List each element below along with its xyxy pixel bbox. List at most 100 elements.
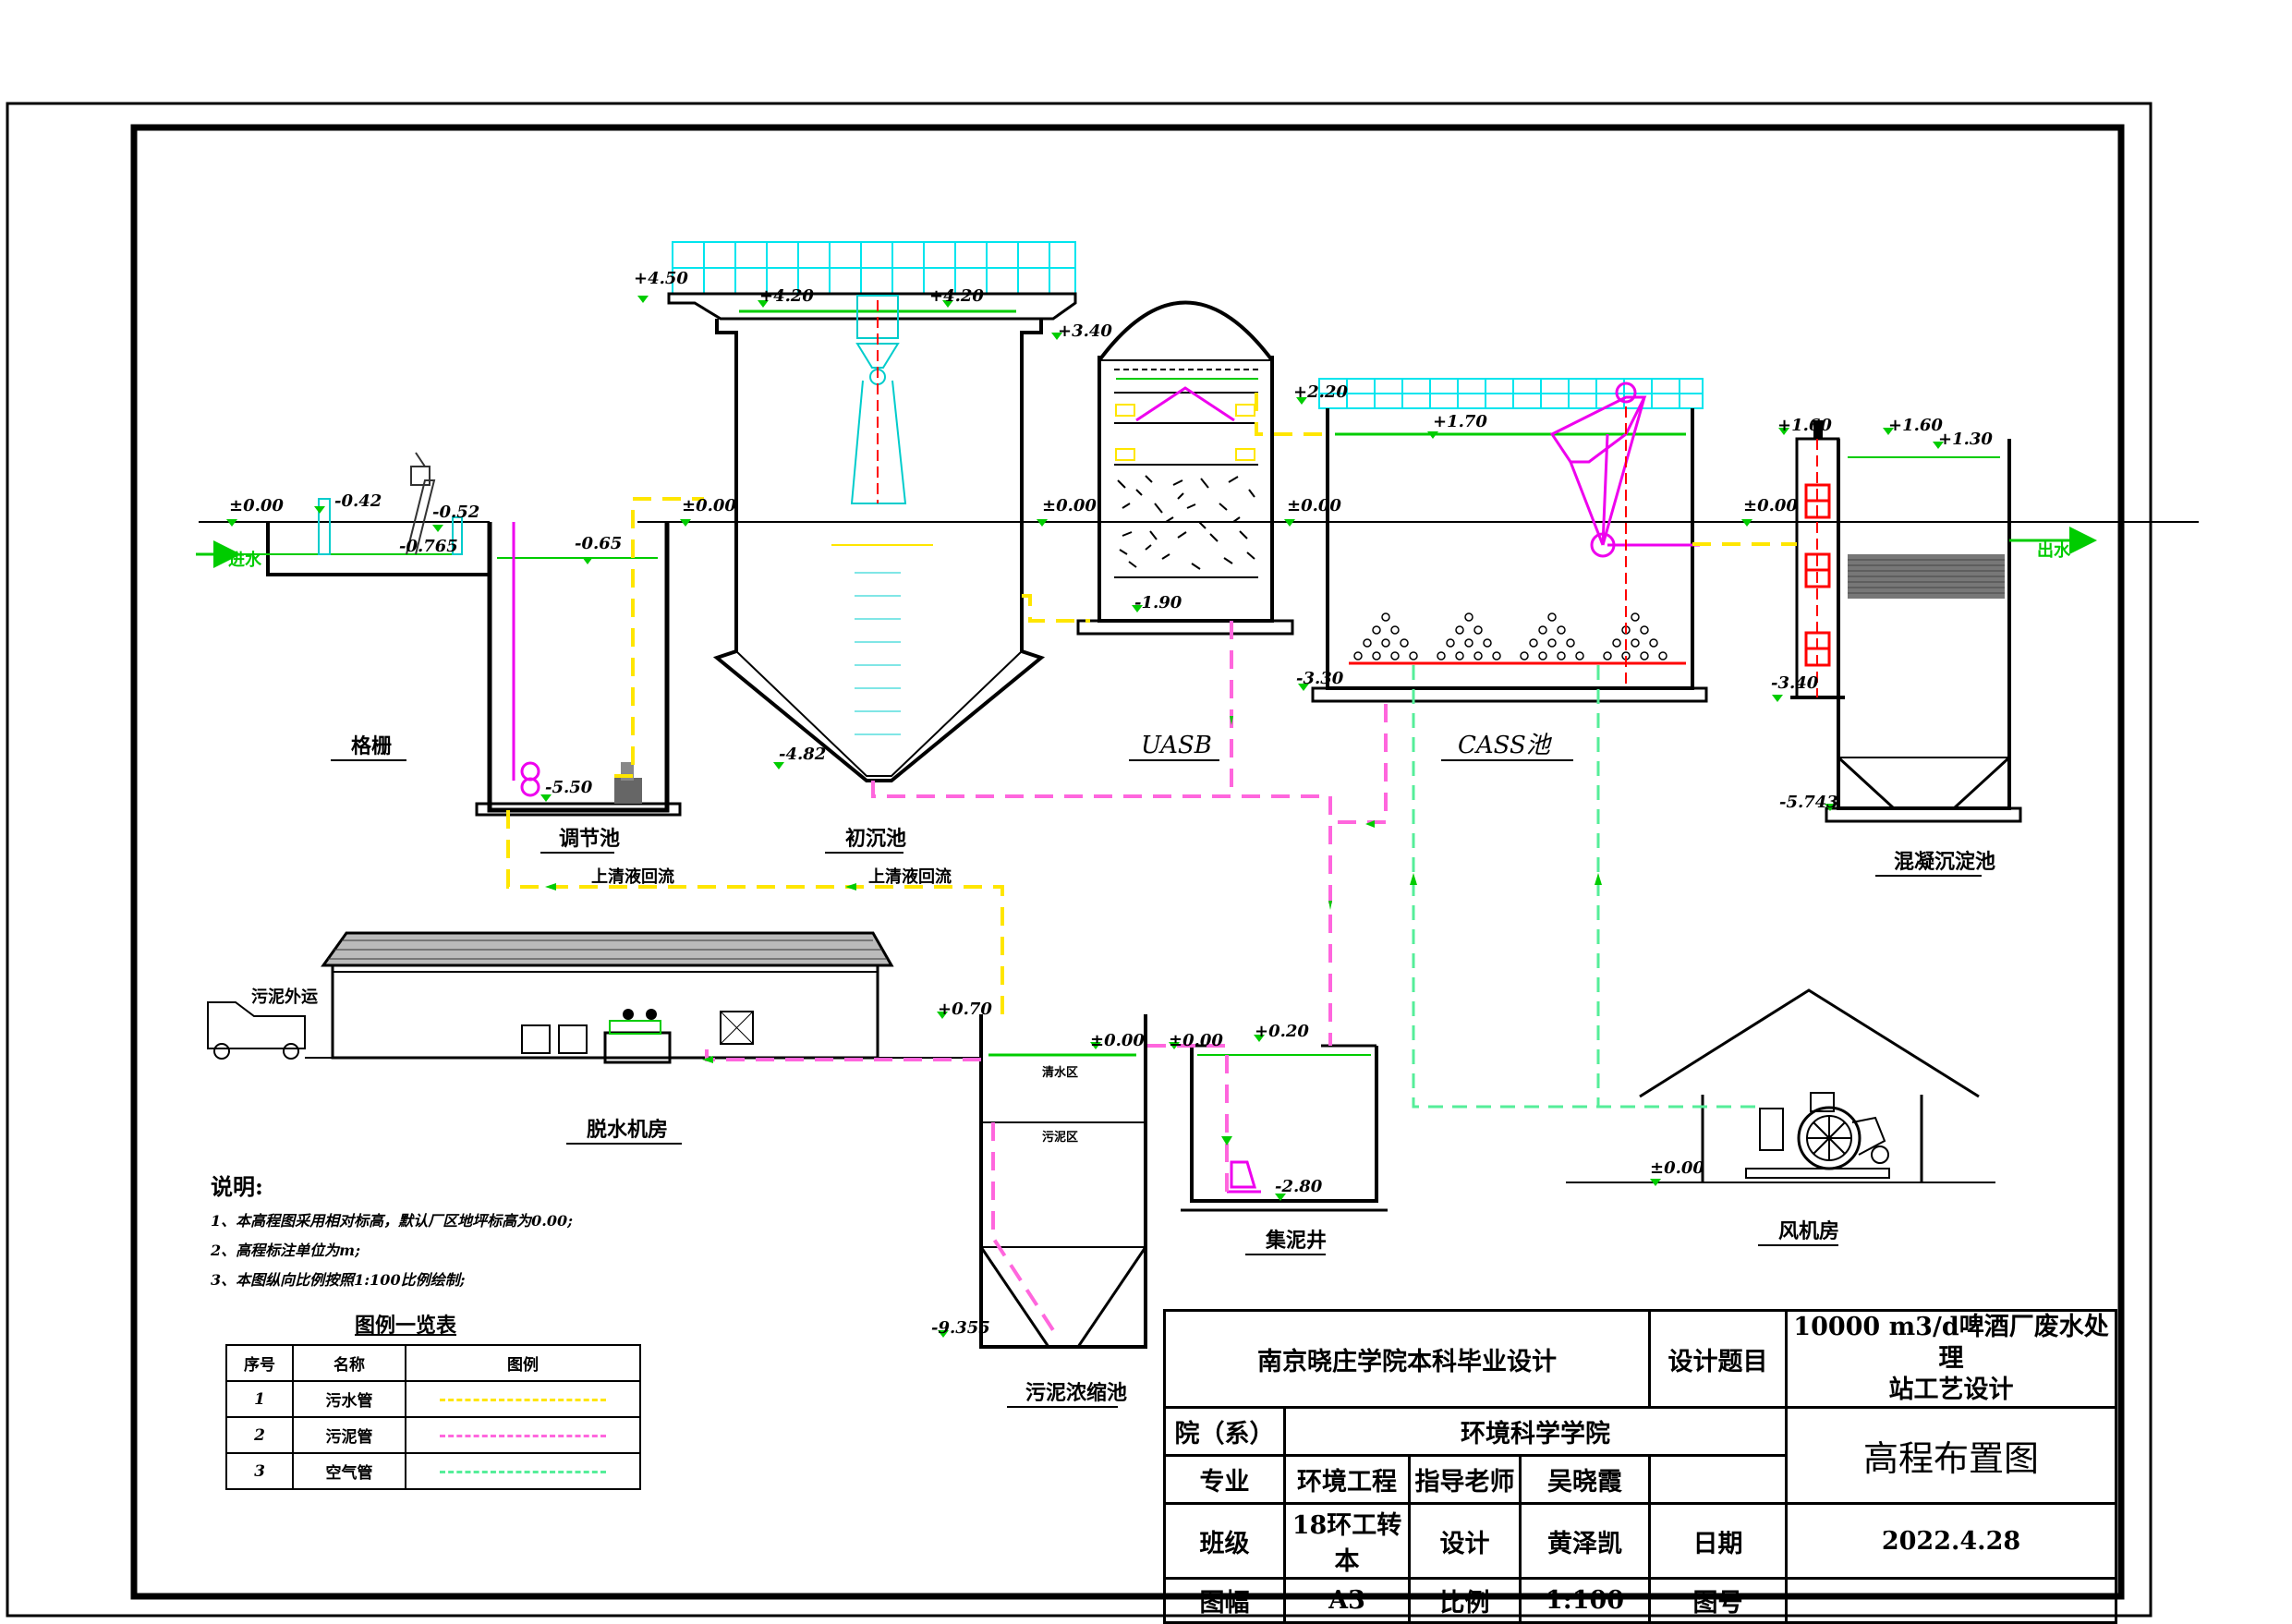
air-pipes [1412, 665, 1760, 1109]
coagulation-tank [1790, 420, 2097, 823]
dept-name: 环境科学学院 [1283, 1406, 1788, 1457]
label-huiliu-2: 上清液回流 [868, 867, 952, 887]
equalization-tank [475, 522, 682, 817]
elev-e27: -9.355 [931, 1318, 990, 1338]
project-title-line-1: 10000 m3/d啤酒厂废水处理 [1793, 1313, 2109, 1373]
elev-e14: -1.90 [1134, 593, 1182, 612]
sludge-flow-arrows [702, 716, 1375, 1145]
elev-e2: -0.42 [334, 491, 382, 511]
flow-labels: 进水 出水 污泥外运 上清液回流 上清液回流 清水区 污泥区 [228, 540, 2071, 1145]
elev-e29: +0.20 [1255, 1022, 1309, 1041]
sewage-pipes [506, 393, 1797, 1014]
title-block: 南京晓庄学院本科毕业设计 设计题目 10000 m3/d啤酒厂废水处理 站工艺设… [1163, 1309, 2117, 1624]
label-nongsuo: 污泥浓缩池 [1025, 1381, 1127, 1405]
design-label: 设计 [1408, 1502, 1522, 1580]
legend-head-symbol: 图例 [405, 1344, 641, 1382]
label-jini: 集泥井 [1265, 1229, 1327, 1253]
elev-e11: -4.82 [779, 745, 826, 764]
elev-e7: -5.50 [545, 778, 593, 797]
legend-head-name: 名称 [292, 1344, 406, 1382]
elev-e15: +2.20 [1293, 382, 1348, 402]
label-tiaojie: 调节池 [559, 827, 620, 851]
scale-label: 比例 [1408, 1577, 1522, 1624]
elev-e24: -5.743 [1779, 793, 1838, 812]
legend-row-no: 2 [225, 1416, 294, 1454]
air-flow-arrows [1410, 873, 1602, 885]
outer-frame [6, 102, 2153, 1618]
elev-e6: -0.65 [575, 534, 622, 553]
elev-e1: ±0.00 [229, 496, 284, 515]
legend-symbol-sewage [405, 1380, 641, 1418]
unit-labels: 格栅 调节池 初沉池 UASB CASS池 混凝沉淀池 脱水机房 污泥浓缩池 集… [331, 732, 1995, 1408]
elevation-labels: ±0.00 -0.42 -0.52 -0.765 ±0.00 -0.65 -5.… [229, 269, 1993, 1338]
label-wuni-waiyun: 污泥外运 [251, 987, 318, 1007]
primary-clarifier [667, 241, 1077, 782]
sludge-thickener [979, 1014, 1147, 1349]
inner-frame [130, 124, 2125, 1600]
elev-e25: +0.70 [938, 1000, 992, 1019]
legend-table: 序号 名称 图例 1 污水管 2 污泥管 3 空气管 [225, 1344, 641, 1490]
elev-e12: +3.40 [1058, 321, 1112, 341]
elev-e18: -3.30 [1296, 669, 1344, 688]
number-value [1785, 1577, 2117, 1624]
legend-symbol-sludge [405, 1416, 641, 1454]
advisor-label: 指导老师 [1408, 1454, 1522, 1505]
sludge-well [1181, 1044, 1388, 1212]
elev-e17: ±0.00 [1287, 496, 1341, 515]
elev-e13: ±0.00 [1042, 496, 1097, 515]
size-label: 图幅 [1163, 1577, 1286, 1624]
elev-e9: +4.20 [759, 286, 814, 306]
label-jinshui: 进水 [228, 550, 262, 570]
blower-house [1566, 988, 1995, 1183]
label-hunning: 混凝沉淀池 [1894, 850, 1995, 874]
legend-row-name: 污泥管 [292, 1416, 406, 1454]
uasb-reactor [1076, 300, 1294, 636]
elev-e22: ±0.00 [1743, 496, 1798, 515]
notes-title: 说明: [211, 1173, 263, 1200]
dept-label: 院（系） [1163, 1406, 1286, 1457]
label-fengji: 风机房 [1778, 1219, 1839, 1243]
label-chushui: 出水 [2037, 540, 2071, 561]
label-chuchen: 初沉池 [845, 827, 906, 851]
size-value: A3 [1283, 1577, 1411, 1624]
project-title: 10000 m3/d啤酒厂废水处理 站工艺设计 [1785, 1309, 2117, 1409]
elev-e23: -3.40 [1771, 673, 1819, 693]
legend-title: 图例一览表 [354, 1314, 456, 1338]
sludge-pipes [705, 621, 1388, 1332]
legend-row-name: 污水管 [292, 1380, 406, 1418]
elev-e21: +1.30 [1938, 430, 1993, 449]
huiliu-arrows [545, 883, 856, 891]
label-cass: CASS池 [1458, 732, 1553, 759]
note-line-3: 3、本图纵向比例按照1:100比例绘制; [211, 1271, 466, 1289]
legend-block: 图例一览表 序号 名称 图例 1 污水管 2 污泥管 3 空气管 [225, 1309, 641, 1490]
date-label: 日期 [1648, 1502, 1788, 1580]
elev-e8: +4.50 [634, 269, 688, 288]
major-value: 环境工程 [1283, 1454, 1411, 1505]
drawing-title: 高程布置图 [1785, 1406, 2117, 1505]
note-line-1: 1、本高程图采用相对标高，默认厂区地坪标高为0.00; [211, 1212, 574, 1230]
advisor-value: 吴晓霞 [1519, 1454, 1651, 1505]
elev-e3: -0.52 [432, 503, 479, 522]
label-uasb: UASB [1141, 732, 1212, 759]
note-line-2: 2、高程标注单位为m; [211, 1242, 360, 1259]
cass-tank [1311, 378, 1708, 703]
elev-e20: +1.60 [1888, 416, 1943, 435]
school-name: 南京晓庄学院本科毕业设计 [1163, 1309, 1651, 1409]
blank-cell [1648, 1454, 1788, 1505]
elevation-markers [226, 296, 1944, 1338]
label-tuoshui: 脱水机房 [587, 1118, 668, 1142]
scale-value: 1:100 [1519, 1577, 1651, 1624]
legend-row-no: 1 [225, 1380, 294, 1418]
topic-label: 设计题目 [1648, 1309, 1788, 1409]
project-title-line-2: 站工艺设计 [1888, 1376, 2014, 1404]
label-zone-shang: 清水区 [1042, 1065, 1078, 1080]
class-value: 18环工转本 [1283, 1502, 1411, 1580]
elev-e5: ±0.00 [682, 496, 736, 515]
elev-e28: ±0.00 [1169, 1031, 1223, 1050]
number-label: 图号 [1648, 1577, 1788, 1624]
legend-row-no: 3 [225, 1452, 294, 1490]
designer-value: 黄泽凯 [1519, 1502, 1651, 1580]
legend-symbol-air [405, 1452, 641, 1490]
date-value: 2022.4.28 [1785, 1502, 2117, 1580]
